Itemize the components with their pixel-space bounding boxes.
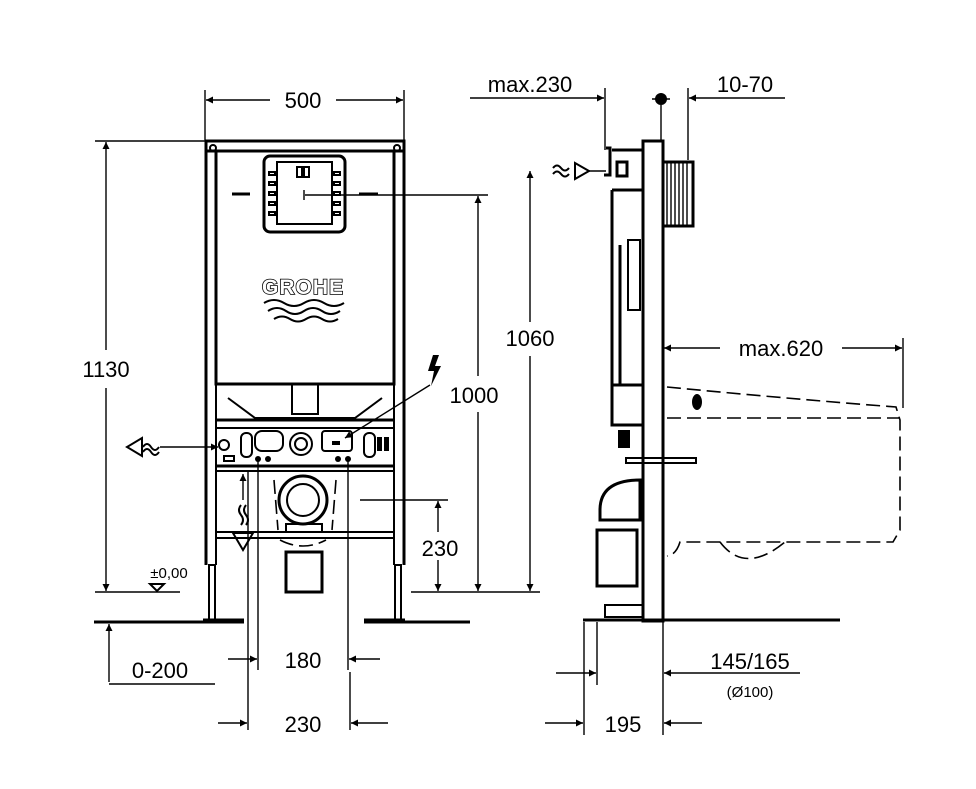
flush-plate-opening (262, 154, 347, 234)
dimension-actuator-height: 1000 (305, 194, 499, 591)
drain-outlet (273, 474, 337, 594)
dimension-frame-depth: 195 (545, 622, 702, 737)
dimension-outlet-diameter-label: (Ø100) (727, 684, 774, 701)
side-view: max.230 10-70 (470, 72, 904, 737)
dimension-bowl-projection-label: max.620 (739, 336, 823, 361)
dimension-drain-height-label: 230 (422, 536, 459, 561)
dimension-wall-depth: max.230 (470, 72, 606, 150)
dimension-drain-height: 230 (360, 499, 540, 593)
floor-level-marker: ±0,00 (147, 565, 188, 593)
electric-supply-icon (344, 355, 441, 439)
dimension-inner-spacing: 180 (228, 460, 380, 673)
floor-level-label: ±0,00 (150, 565, 187, 582)
dimension-adjustable-feet: 0-200 (105, 624, 215, 685)
dimension-total-height-label: 1130 (82, 357, 129, 382)
dimension-wall-thickness-label: 10-70 (717, 72, 773, 97)
dimension-wall-thickness: 10-70 (687, 72, 785, 160)
toilet-bowl-outline (666, 386, 901, 560)
dimension-outlet-offset-label: 145/165 (710, 649, 790, 674)
dimension-outer-spacing-label: 230 (285, 712, 322, 737)
center-mark-icon (652, 93, 670, 140)
side-water-supply-icon (552, 161, 606, 181)
water-supply-icon (125, 436, 218, 458)
dimension-outlet-offset: 145/165 (Ø100) (662, 622, 800, 735)
dimension-width-label: 500 (285, 88, 322, 113)
front-view: 500 (82, 88, 540, 737)
brand-logo-text: GROHE (262, 276, 344, 299)
grohe-logo: GROHE (261, 275, 345, 323)
installation-frame: GROHE (203, 139, 406, 622)
dimension-actuator-height-label: 1000 (450, 383, 499, 408)
dimension-wall-depth-label: max.230 (488, 72, 572, 97)
dimension-bowl-projection: max.620 (664, 336, 904, 408)
dimension-frame-depth-label: 195 (605, 712, 642, 737)
dimension-adjustable-feet-label: 0-200 (132, 658, 188, 683)
dimension-inner-spacing-label: 180 (285, 648, 322, 673)
dimension-outer-spacing: 230 (218, 470, 388, 737)
dimension-width: 500 (204, 88, 405, 140)
side-frame (583, 139, 840, 623)
dimension-total-height: 1130 (82, 140, 205, 593)
dimension-bowl-fixing-height: 1060 (506, 171, 555, 591)
dimension-bowl-fixing-height-label: 1060 (506, 326, 555, 351)
